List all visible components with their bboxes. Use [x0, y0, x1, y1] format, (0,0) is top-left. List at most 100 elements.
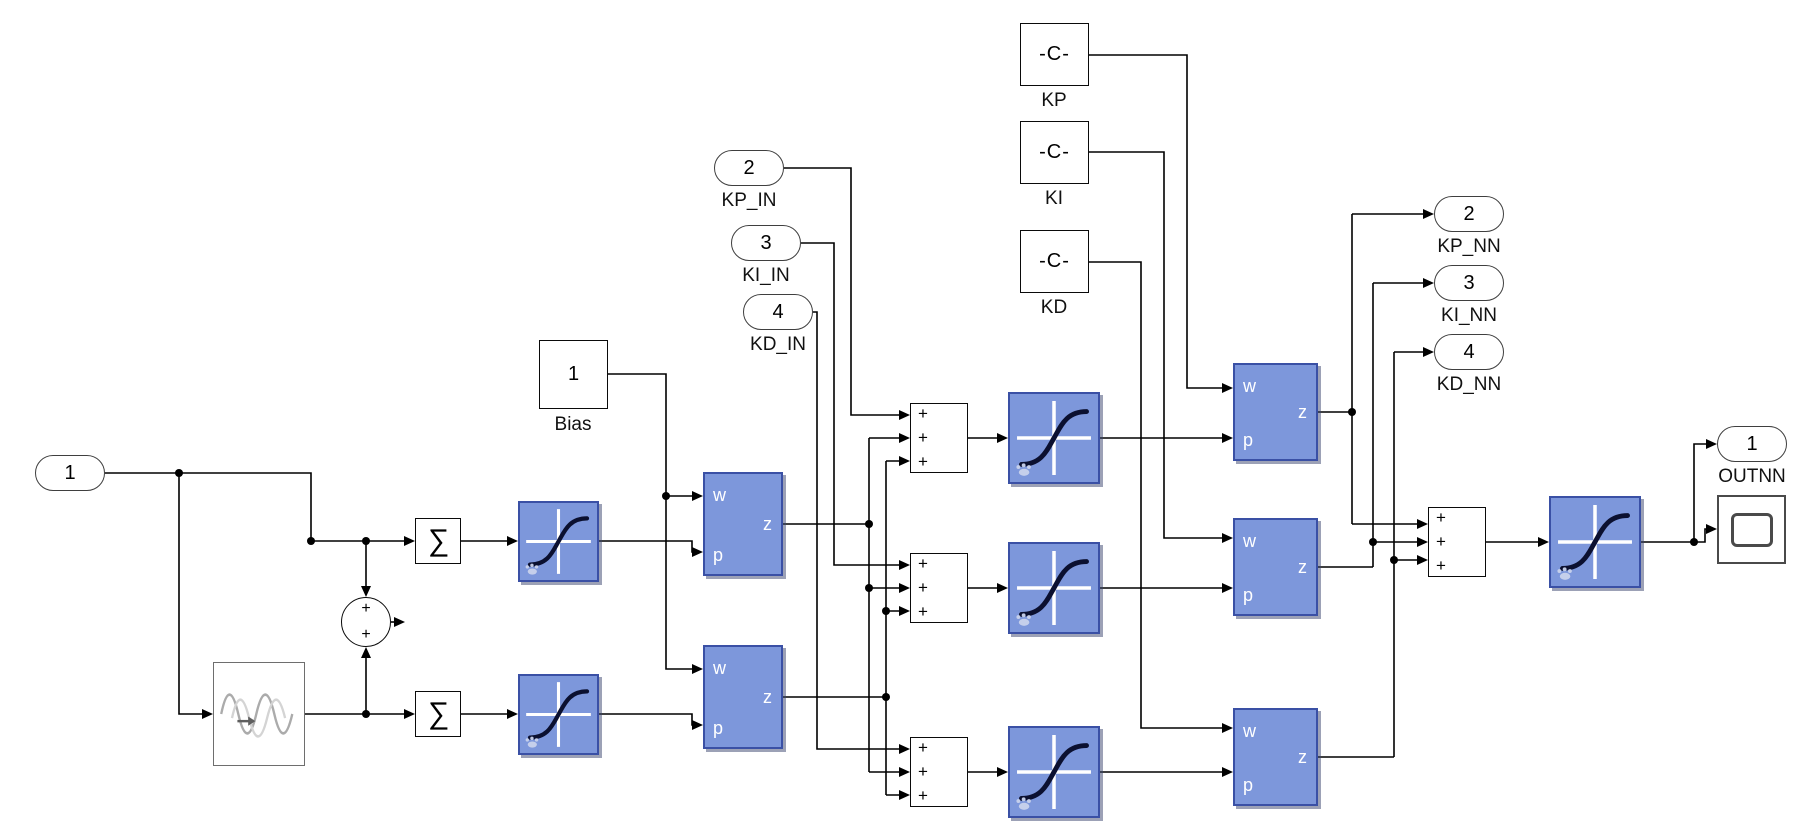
- wire-transport-delay-out[interactable]: [305, 647, 415, 719]
- tansig-block-kp[interactable]: [1008, 392, 1100, 484]
- sum-block-ki[interactable]: + + +: [910, 553, 968, 623]
- arrowhead: [899, 456, 910, 466]
- constant-block-kp[interactable]: -C-: [1020, 23, 1089, 86]
- plus-sign: +: [918, 602, 928, 621]
- arrowhead: [507, 709, 518, 719]
- port-label-w: w: [1243, 721, 1256, 741]
- transport-delay-block[interactable]: [213, 662, 305, 766]
- output-port-ki-nn[interactable]: 3: [1434, 265, 1504, 301]
- wire-z-kd-fanout[interactable]: [1318, 347, 1434, 758]
- sigma-symbol: ∑: [427, 524, 449, 557]
- port-label-z: z: [763, 687, 772, 707]
- constant-kp-label: KP: [1041, 90, 1067, 111]
- output-port-kp-nn[interactable]: 2: [1434, 196, 1504, 232]
- plus-sign: +: [918, 762, 928, 781]
- sum-block-final[interactable]: + + +: [1428, 507, 1486, 577]
- arrowhead: [899, 433, 910, 443]
- port-label-w: w: [713, 658, 726, 678]
- arrowhead: [1423, 209, 1434, 219]
- wire-segment: [178, 473, 207, 715]
- arrowhead: [1222, 533, 1233, 543]
- round-sum-block[interactable]: + +: [341, 597, 391, 647]
- output-port-outnn[interactable]: 1: [1717, 426, 1787, 462]
- junction-dot: [882, 607, 890, 615]
- tansig-block-ki[interactable]: [1008, 542, 1100, 634]
- wire-segment: [801, 242, 904, 566]
- port-label-w: w: [1243, 531, 1256, 551]
- input-port-ki-label: KI_IN: [742, 265, 790, 286]
- scope-screen-icon: [1730, 512, 1773, 547]
- port-label-p: p: [1243, 775, 1254, 795]
- input-port-ki[interactable]: 3: [731, 225, 801, 261]
- arrowhead: [1222, 583, 1233, 593]
- weight-block-kd[interactable]: w p z: [1233, 708, 1318, 806]
- input-port-1[interactable]: 1: [35, 455, 105, 491]
- weight-block-kp[interactable]: w p z: [1233, 363, 1318, 461]
- wire-kd-in[interactable]: [813, 311, 910, 754]
- input-port-kd[interactable]: 4: [743, 294, 813, 330]
- sum-block-kp[interactable]: + + +: [910, 403, 968, 473]
- arrowhead: [692, 664, 703, 674]
- tansig-block-hidden-1[interactable]: [518, 501, 599, 582]
- sigma-symbol: ∑: [427, 697, 449, 730]
- wire-segment: [599, 540, 697, 553]
- scope-block[interactable]: [1717, 495, 1786, 564]
- arrowhead: [899, 790, 910, 800]
- wire-z2-fanout[interactable]: [783, 456, 910, 800]
- sum-sigma-block-2[interactable]: ∑: [415, 691, 461, 737]
- wire-segment: [105, 472, 409, 542]
- arrowhead: [394, 617, 405, 627]
- wire-sum1-to-tansig1[interactable]: [461, 536, 518, 546]
- bias-value: 1: [567, 363, 580, 385]
- wire-bias-out[interactable]: [608, 373, 703, 674]
- tansig-block-final[interactable]: [1549, 496, 1641, 588]
- arrowhead: [1423, 347, 1434, 357]
- wire-output-tansigs-to-weights-p[interactable]: [1100, 433, 1233, 777]
- wire-z-kp-fanout[interactable]: [1318, 209, 1434, 529]
- wire-input-signal[interactable]: [105, 469, 415, 719]
- arrowhead: [997, 583, 1008, 593]
- tansig-curve-icon: [525, 509, 591, 575]
- sum-sigma-block-1[interactable]: ∑: [415, 518, 461, 564]
- output-port-kd-nn[interactable]: 4: [1434, 334, 1504, 370]
- wire-z-ki-fanout[interactable]: [1318, 278, 1434, 568]
- wire-segment: [784, 167, 904, 416]
- wire-tansig1-to-weight1-p[interactable]: [599, 540, 703, 557]
- port-label-p: p: [713, 545, 724, 565]
- port-label-w: w: [1243, 376, 1256, 396]
- arrowhead: [1538, 537, 1549, 547]
- wire-tansig2-to-weight2-p[interactable]: [599, 713, 703, 730]
- wire-kp-const[interactable]: [1089, 54, 1233, 393]
- sum-block-kd[interactable]: + + +: [910, 737, 968, 807]
- wire-kp-in[interactable]: [784, 167, 910, 420]
- input-port-kp[interactable]: 2: [714, 150, 784, 186]
- output-port-kd-label: KD_NN: [1436, 374, 1502, 395]
- wire-final-sum-to-tansig[interactable]: [1486, 537, 1549, 547]
- wire-z1-fanout[interactable]: [783, 433, 910, 777]
- constant-block-ki[interactable]: -C-: [1020, 121, 1089, 184]
- plus-sign: +: [361, 626, 371, 643]
- weight-block-hidden-2[interactable]: w p z: [703, 645, 783, 749]
- tansig-block-kd[interactable]: [1008, 726, 1100, 818]
- wire-final-output[interactable]: [1641, 439, 1717, 546]
- wire-ki-const[interactable]: [1089, 151, 1233, 543]
- wire-ki-in[interactable]: [801, 242, 910, 570]
- port-number: 2: [743, 156, 755, 179]
- port-number: 4: [772, 300, 784, 323]
- constant-block-kd[interactable]: -C-: [1020, 230, 1089, 293]
- arrowhead: [692, 720, 703, 730]
- tansig-block-hidden-2[interactable]: [518, 674, 599, 755]
- wire-kd-const[interactable]: [1089, 261, 1233, 733]
- tansig-curve-icon: [1016, 401, 1091, 476]
- junction-dot: [1369, 538, 1377, 546]
- wire-round-sum-out[interactable]: [391, 617, 405, 627]
- arrowhead: [1222, 383, 1233, 393]
- wire-hidden-sums-to-tansigs[interactable]: [968, 433, 1008, 777]
- constant-value: -C-: [1039, 141, 1070, 163]
- weight-block-ki[interactable]: w p z: [1233, 518, 1318, 616]
- bias-constant-block[interactable]: 1: [539, 340, 608, 409]
- wire-sum2-to-tansig2[interactable]: [461, 709, 518, 719]
- weight-block-hidden-1[interactable]: w p z: [703, 472, 783, 576]
